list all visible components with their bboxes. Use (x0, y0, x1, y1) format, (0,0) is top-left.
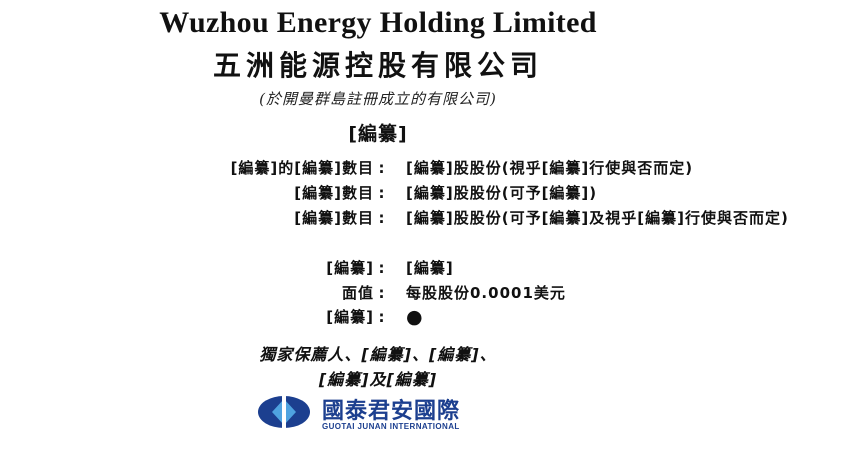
guotai-junan-logo-icon (258, 396, 310, 428)
row-value: [編纂]股股份(視乎[編纂]行使與否而定) (406, 159, 694, 177)
row-label: [編纂]數目 (294, 209, 374, 227)
company-name-english: Wuzhou Energy Holding Limited (159, 6, 597, 39)
row-colon: : (378, 308, 386, 326)
offering-row: [編纂]數目 : [編纂]股股份(可予[編纂]及視乎[編纂]行使與否而定) (0, 208, 842, 256)
logo-name-chinese: 國泰君安國際 (322, 399, 461, 424)
row-value: 每股股份0.0001美元 (406, 284, 566, 302)
row-colon: : (378, 209, 386, 227)
offering-row: [編纂] : [編纂] (0, 258, 842, 280)
row-value: [編纂]股股份(可予[編纂]) (406, 184, 598, 202)
company-name-chinese: 五洲能源控股有限公司 (212, 49, 543, 82)
row-value: [編纂] (406, 259, 454, 277)
offering-row: [編纂] : ● (0, 307, 842, 329)
offering-row: 面值 : 每股股份0.0001美元 (0, 283, 842, 305)
row-colon: : (378, 184, 386, 202)
row-colon: : (378, 159, 386, 177)
sponsors-line-1: 獨家保薦人、[編纂]、[編纂]、 (259, 345, 497, 364)
row-colon: : (378, 259, 386, 277)
row-label: [編纂] (326, 259, 374, 277)
offering-row: [編纂]數目 : [編纂]股股份(可予[編纂]) (0, 183, 842, 205)
row-value: ● (406, 306, 424, 328)
offering-heading: [編纂] (348, 123, 408, 145)
incorporation-note: (於開曼群島註冊成立的有限公司) (259, 90, 497, 108)
row-label: 面值 (341, 284, 374, 302)
row-label: [編纂]的[編纂]數目 (230, 159, 374, 177)
guotai-junan-logo: 國泰君安國際 GUOTAI JUNAN INTERNATIONAL (256, 393, 516, 437)
row-label: [編纂] (326, 308, 374, 326)
row-label: [編纂]數目 (294, 184, 374, 202)
offering-row: [編纂]的[編纂]數目 : [編纂]股股份(視乎[編纂]行使與否而定) (0, 158, 842, 180)
logo-name-english: GUOTAI JUNAN INTERNATIONAL (322, 422, 460, 431)
sponsors-line-2: [編纂]及[編纂] (318, 370, 438, 389)
row-colon: : (378, 284, 386, 302)
row-value: [編纂]股股份(可予[編纂]及視乎[編纂]行使與否而定) (406, 209, 789, 227)
